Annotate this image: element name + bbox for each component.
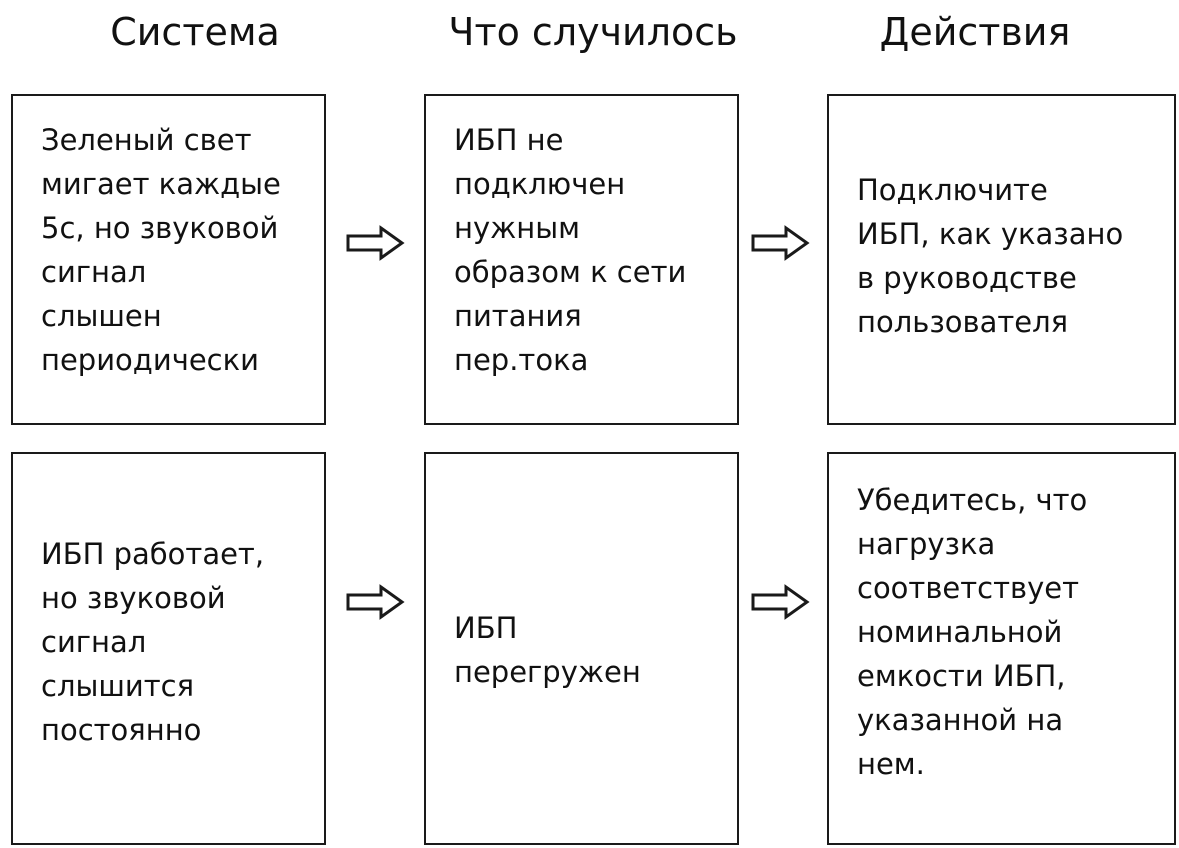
row1-action-text: Подключите ИБП, как указано в руководств… [857,173,1124,339]
row1-cause-box: ИБП не подключен нужным образом к сети п… [424,94,739,425]
row1-cause-text: ИБП не подключен нужным образом к сети п… [454,123,687,377]
right-arrow-icon [751,584,810,620]
right-arrow-icon [346,225,405,261]
row1-system-box: Зеленый свет мигает каждые 5с, но звуков… [11,94,326,425]
row2-action-box: Убедитесь, что нагрузка соответствует но… [827,452,1176,845]
row2-action-text: Убедитесь, что нагрузка соответствует но… [857,483,1088,781]
row1-system-text: Зеленый свет мигает каждые 5с, но звуков… [41,123,281,377]
right-arrow-icon [751,225,810,261]
row2-system-box: ИБП работает, но звуковой сигнал слышитс… [11,452,326,845]
column-header-actions: Действия [879,10,1071,54]
row2-system-text: ИБП работает, но звуковой сигнал слышитс… [41,537,265,747]
column-header-system: Система [110,10,280,54]
row2-cause-text: ИБП перегружен [454,611,641,689]
column-header-what-happened: Что случилось [448,10,738,54]
right-arrow-icon [346,584,405,620]
row2-cause-box: ИБП перегружен [424,452,739,845]
row1-action-box: Подключите ИБП, как указано в руководств… [827,94,1176,425]
